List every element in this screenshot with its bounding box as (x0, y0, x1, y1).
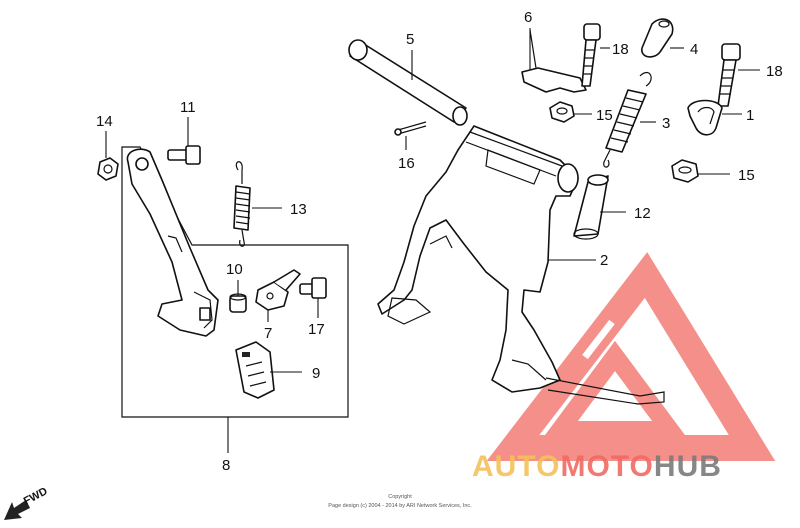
clip-1 (687, 99, 723, 136)
nut-15-lower (671, 159, 699, 183)
callout-labels: 1 2 3 4 5 6 7 8 9 10 11 12 13 14 15 15 1… (96, 9, 783, 474)
callout-9: 9 (312, 365, 320, 382)
spring-3 (603, 71, 652, 168)
callout-8: 8 (222, 457, 230, 474)
callout-10: 10 (226, 261, 243, 278)
bolt-17 (299, 277, 327, 299)
copyright-line-1: Copyright (388, 494, 412, 500)
callout-15-upper: 15 (596, 107, 613, 124)
plate-9 (235, 341, 275, 399)
pivot-pipe-5 (348, 39, 468, 126)
forward-direction-indicator: FWD (4, 485, 50, 520)
nut-14 (97, 157, 119, 181)
callout-17: 17 (308, 321, 325, 338)
callout-4: 4 (690, 41, 698, 58)
callout-2: 2 (600, 252, 608, 269)
callout-18-right: 18 (766, 63, 783, 80)
cotter-pin-16 (394, 121, 427, 136)
callout-3: 3 (662, 115, 670, 132)
svg-text:AUTOMOTOHUB: AUTOMOTOHUB (472, 450, 722, 483)
spring-13 (233, 161, 251, 247)
watermark-logo (486, 252, 776, 461)
callout-15-lower: 15 (738, 167, 755, 184)
watermark-part-hub: HUB (654, 450, 722, 483)
main-stand-2 (377, 125, 665, 405)
watermark-part-auto: AUTO (472, 450, 560, 483)
callout-5: 5 (406, 31, 414, 48)
callout-18-upper: 18 (612, 41, 629, 58)
fwd-label: FWD (22, 485, 50, 507)
callout-11: 11 (180, 99, 196, 116)
watermark-wordmark: AUTOMOTOHUB (472, 450, 722, 483)
bolt-18-upper (581, 23, 601, 87)
callout-16: 16 (398, 155, 415, 172)
bracket-6 (521, 29, 587, 93)
side-stand-arm (126, 148, 219, 337)
copyright-line-2: Page design (c) 2004 - 2014 by ARI Netwo… (328, 503, 472, 509)
callout-14: 14 (96, 113, 113, 130)
switch-7 (255, 269, 301, 311)
collar-12 (573, 174, 609, 240)
pin-10 (229, 293, 247, 313)
nut-15-upper (549, 101, 575, 123)
callout-13: 13 (290, 201, 307, 218)
bolt-18-right (717, 43, 741, 107)
fwd-arrow-icon (4, 500, 30, 520)
watermark-part-moto: MOTO (560, 450, 653, 483)
bolt-11 (167, 145, 201, 165)
callout-12: 12 (634, 205, 651, 222)
copyright-notice: Copyright Page design (c) 2004 - 2014 by… (328, 494, 472, 509)
hook-4 (641, 18, 674, 58)
callout-7: 7 (264, 325, 272, 342)
callout-1: 1 (746, 107, 754, 124)
callout-6: 6 (524, 9, 532, 26)
